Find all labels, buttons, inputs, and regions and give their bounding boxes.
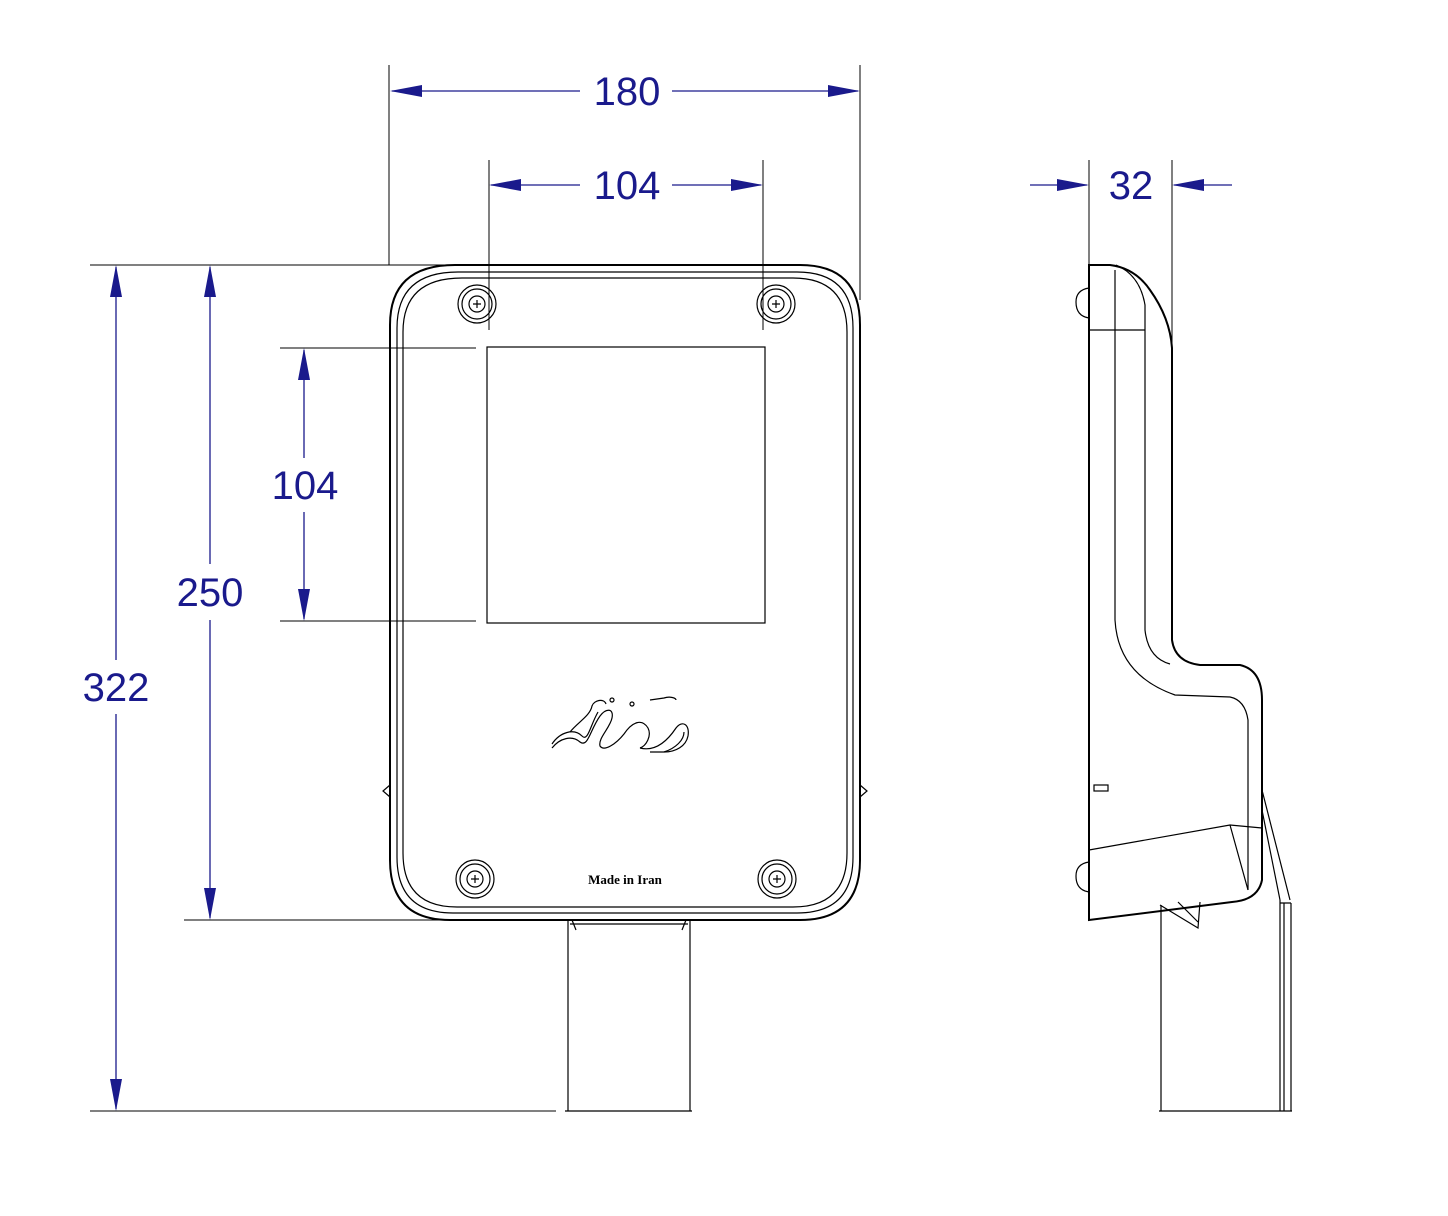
housing-inner-edge [396, 271, 854, 914]
side-bracket [1159, 789, 1291, 930]
side-inner-3 [1114, 270, 1249, 890]
housing-outline [389, 264, 861, 921]
screw-top-left [457, 284, 497, 324]
phillips-screw-icon [473, 300, 481, 308]
phillips-screw-icon [471, 875, 479, 883]
screen-window [486, 346, 766, 624]
side-outline [1088, 264, 1263, 922]
dim-depth: 32 [1109, 164, 1154, 208]
dim-body-height: 250 [177, 571, 244, 615]
side-screw-top [1075, 287, 1090, 319]
side-inner-4 [1088, 824, 1249, 920]
screw-bottom-right [757, 859, 797, 899]
phillips-screw-icon [773, 875, 781, 883]
dim-total-height: 322 [83, 666, 150, 710]
dim-screw-spacing: 104 [594, 164, 661, 208]
made-in-label: Made in Iran [588, 872, 662, 887]
side-stem [1159, 900, 1292, 1112]
screw-top-right [756, 284, 796, 324]
right-notch [859, 784, 868, 798]
dim-overall-width: 180 [594, 70, 661, 114]
dim-screen-height: 104 [272, 464, 339, 508]
housing-inner-edge-2 [402, 277, 848, 908]
phillips-screw-icon [772, 300, 780, 308]
screw-bottom-left [455, 859, 495, 899]
front-view: Made in Iran [382, 264, 868, 1112]
mounting-stem [565, 919, 692, 1112]
left-notch [382, 784, 391, 798]
side-notch [1093, 784, 1109, 792]
dimension-lines: 180 104 32 104 250 322 [83, 65, 1232, 1112]
side-view [1075, 264, 1292, 1112]
side-screw-bottom [1075, 861, 1090, 893]
brand-logo-icon [551, 696, 689, 753]
side-inner-1 [1115, 264, 1171, 665]
